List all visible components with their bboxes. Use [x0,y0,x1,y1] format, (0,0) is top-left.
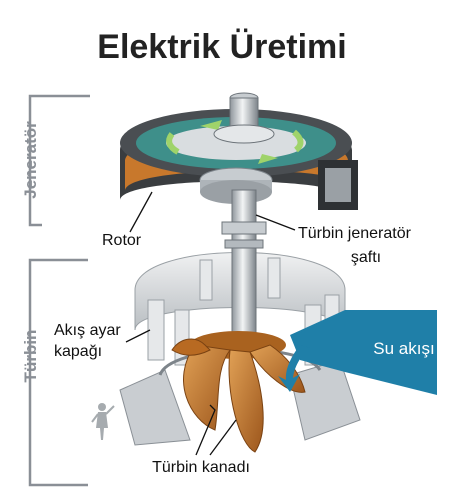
water-inflow-arrow-icon [278,345,310,392]
turbine-bracket [28,258,88,487]
water-flow-arrow-icon [290,310,437,395]
shaft-leader [255,214,296,231]
blade-label: Türbin kanadı [152,459,250,476]
rotor-label: Rotor [102,232,142,249]
shaft-label-line2: şaftı [351,249,381,266]
rotor-leader [129,191,153,233]
turbine-section-label: Türbin [21,330,40,383]
gate-label-line2: kapağı [54,343,102,360]
blade-leader-2 [209,419,237,456]
turbine-generator-shaft [213,92,275,341]
gate-label-line1: Akış ayar [54,322,121,339]
generator-section-label: Jeneratör [21,121,40,199]
page-title: Elektrik Üretimi [97,28,346,66]
person-scale-icon [91,403,115,440]
generator-bracket [28,94,90,227]
water-flow-label: Su akışı [373,339,434,358]
turbine-runner [171,331,306,453]
gate-leader [125,329,151,343]
shaft-label-line1: Türbin jeneratör [298,225,412,242]
blade-leader [195,404,216,456]
